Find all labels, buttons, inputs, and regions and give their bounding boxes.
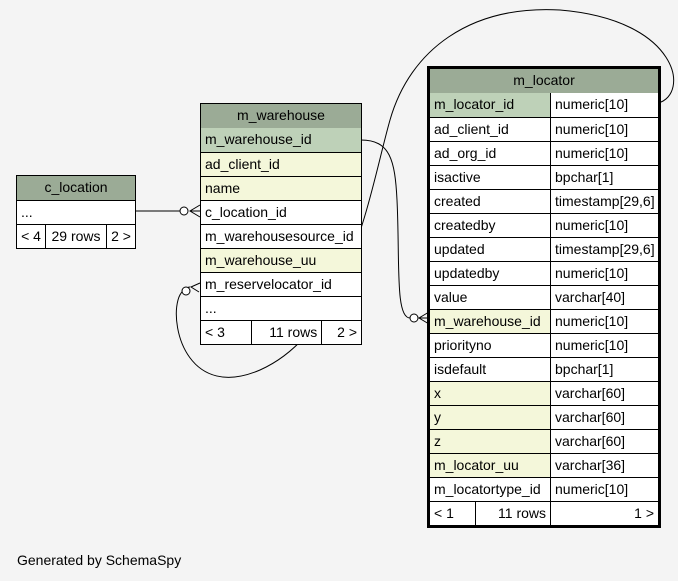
edge-zero-marker — [179, 206, 189, 216]
column-row[interactable]: c_location_id — [201, 200, 361, 224]
column-type: numeric[10] — [550, 262, 658, 285]
nav-prev-link[interactable]: < 3 — [205, 324, 225, 340]
row-count: 11 rows — [475, 502, 550, 525]
column-type: numeric[10] — [550, 214, 658, 237]
column-name: ad_client_id — [430, 118, 550, 141]
column-type: bpchar[1] — [550, 166, 658, 189]
column-type: numeric[10] — [550, 478, 658, 501]
column-name: x — [430, 382, 550, 405]
column-name: createdby — [430, 214, 550, 237]
column-name: m_locator_uu — [430, 454, 550, 477]
column-row[interactable]: m_warehousesource_id — [201, 224, 361, 248]
column-name: m_warehousesource_id — [205, 228, 354, 244]
table-nav: < 1 11 rows 1 > — [430, 501, 658, 525]
column-type: numeric[10] — [550, 93, 658, 117]
column-name: ad_client_id — [205, 156, 280, 172]
column-name: m_locator_id — [430, 93, 550, 117]
table-nav: < 4 29 rows 2 > — [17, 224, 135, 248]
table-c-location[interactable]: c_location ... < 4 29 rows 2 > — [16, 175, 136, 249]
column-name: m_warehouse_id — [205, 131, 312, 147]
column-type: timestamp[29,6] — [550, 190, 658, 213]
edge-crowfoot — [189, 204, 201, 218]
table-title: c_location — [44, 179, 108, 195]
column-type: timestamp[29,6] — [550, 238, 658, 261]
column-name: value — [430, 286, 550, 309]
column-name: updatedby — [430, 262, 550, 285]
column-row[interactable]: m_reservelocator_id — [201, 272, 361, 296]
edge-crowfoot-2 — [189, 282, 201, 293]
column-type: varchar[36] — [550, 454, 658, 477]
table-header[interactable]: c_location — [17, 176, 135, 200]
column-type: varchar[40] — [550, 286, 658, 309]
column-type: numeric[10] — [550, 142, 658, 165]
column-name: m_locatortype_id — [430, 478, 550, 501]
column-type: varchar[60] — [550, 406, 658, 429]
column-row[interactable]: ad_client_id — [201, 152, 361, 176]
column-type: numeric[10] — [550, 118, 658, 141]
row-count: 29 rows — [45, 225, 106, 248]
column-name: c_location_id — [205, 204, 287, 220]
column-type: bpchar[1] — [550, 358, 658, 381]
table-title: m_warehouse — [237, 107, 325, 123]
generated-by-label: Generated by SchemaSpy — [17, 552, 182, 568]
column-name: m_warehouse_uu — [205, 252, 317, 268]
column-name: name — [205, 180, 241, 196]
nav-next-link[interactable]: 2 > — [321, 321, 361, 344]
table-header[interactable]: m_locator — [430, 69, 658, 93]
edge-warehouse-to-locator — [360, 139, 411, 319]
column-type: varchar[60] — [550, 430, 658, 453]
column-name: y — [430, 406, 550, 429]
ellipsis: ... — [205, 300, 217, 316]
table-nav: < 3 11 rows 2 > — [201, 320, 361, 344]
column-name: priorityno — [430, 334, 550, 357]
column-row[interactable]: name — [201, 176, 361, 200]
edge-zero-marker-3 — [409, 313, 419, 323]
nav-prev-link[interactable]: < 4 — [21, 228, 41, 244]
column-name: created — [430, 190, 550, 213]
column-name: ad_org_id — [430, 142, 550, 165]
table-header[interactable]: m_warehouse — [201, 104, 361, 128]
edge-zero-marker-2 — [181, 286, 191, 296]
table-row: ... — [201, 296, 361, 320]
column-name: isdefault — [430, 358, 550, 381]
nav-prev-link[interactable]: < 1 — [434, 505, 454, 521]
nav-next-link[interactable]: 1 > — [550, 502, 658, 525]
nav-next-link[interactable]: 2 > — [106, 225, 135, 248]
column-name: m_warehouse_id — [430, 310, 550, 333]
column-name: m_reservelocator_id — [205, 276, 332, 292]
table-title: m_locator — [513, 72, 575, 88]
ellipsis: ... — [21, 204, 33, 220]
column-type: numeric[10] — [550, 334, 658, 357]
column-row[interactable]: m_warehouse_id — [201, 128, 361, 152]
column-name: updated — [430, 238, 550, 261]
column-name: z — [430, 430, 550, 453]
column-name: isactive — [430, 166, 550, 189]
table-row: ... — [17, 200, 135, 224]
column-row[interactable]: m_warehouse_uu — [201, 248, 361, 272]
row-count: 11 rows — [250, 321, 322, 344]
column-type: varchar[60] — [550, 382, 658, 405]
column-type: numeric[10] — [550, 310, 658, 333]
